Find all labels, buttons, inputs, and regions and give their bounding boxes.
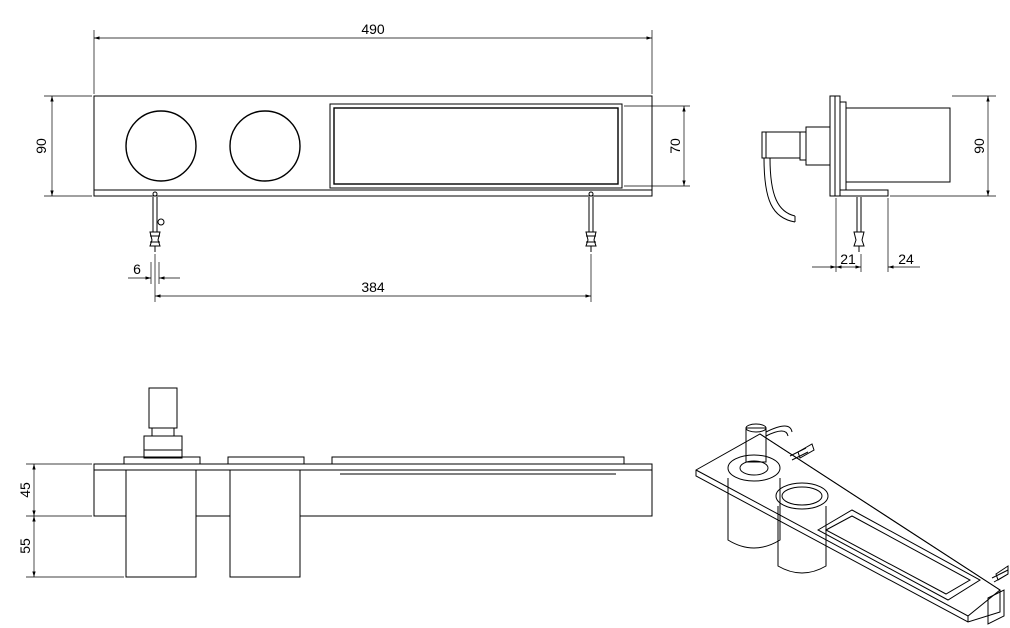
side-view: 90 21 24 bbox=[761, 95, 996, 272]
soap-dispenser-ring bbox=[125, 110, 197, 182]
elevation-view: 45 55 bbox=[17, 387, 653, 578]
fixing-left bbox=[149, 191, 165, 252]
dim-490: 490 bbox=[361, 21, 385, 37]
dim-70: 70 bbox=[667, 138, 683, 154]
dim-90-front: 90 bbox=[33, 138, 49, 154]
tray-outer bbox=[329, 103, 623, 189]
dim-21: 21 bbox=[840, 251, 856, 267]
dim-55: 55 bbox=[17, 538, 33, 554]
dim-45: 45 bbox=[17, 482, 33, 498]
dim-384: 384 bbox=[361, 279, 385, 295]
dim-24: 24 bbox=[898, 251, 914, 267]
dim-90-side: 90 bbox=[971, 138, 987, 154]
front-view: 490 90 70 384 6 bbox=[33, 21, 690, 302]
tumbler-ring bbox=[229, 110, 301, 182]
isometric-view bbox=[695, 423, 1009, 625]
fixing-right bbox=[585, 191, 597, 252]
dim-6: 6 bbox=[133, 261, 141, 277]
tray-inner bbox=[333, 107, 619, 185]
